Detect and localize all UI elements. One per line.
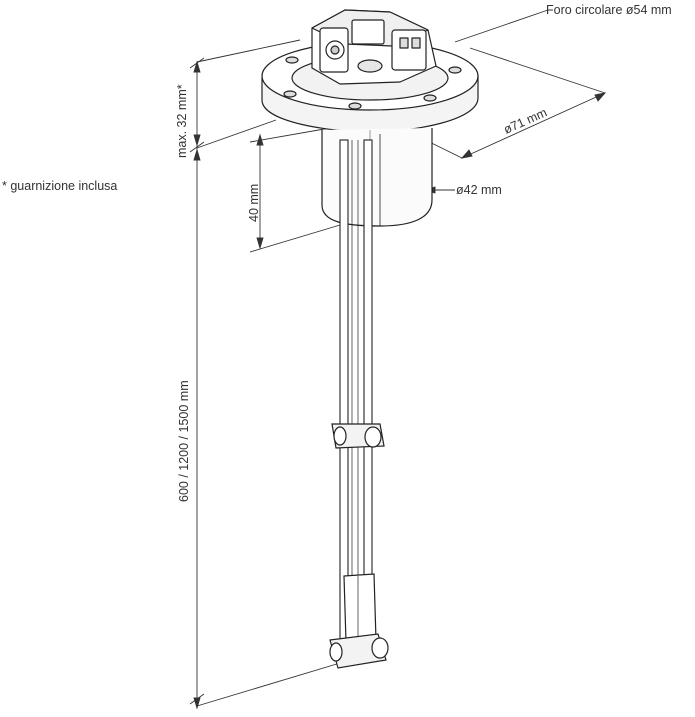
probe-clamp bbox=[331, 423, 385, 449]
sensor-head bbox=[261, 9, 479, 133]
probe-rods bbox=[339, 139, 373, 651]
probe-length-label: 600 / 1200 / 1500 mm bbox=[177, 380, 191, 502]
flange-diameter-dimension-line bbox=[461, 92, 606, 159]
dimension-lines bbox=[189, 9, 607, 710]
gasket-note: * guarnizione inclusa bbox=[2, 179, 117, 193]
sensor-body bbox=[321, 128, 433, 227]
flange-diameter-label: ø71 mm bbox=[502, 105, 550, 136]
body-diameter-label: ø42 mm bbox=[456, 183, 502, 197]
hole-leader bbox=[454, 9, 549, 43]
hole-label: Foro circolare ø54 mm bbox=[546, 3, 672, 17]
head-height-label: max. 32 mm* bbox=[175, 84, 189, 158]
body-length-label: 40 mm bbox=[247, 184, 261, 222]
probe-float bbox=[329, 573, 389, 669]
